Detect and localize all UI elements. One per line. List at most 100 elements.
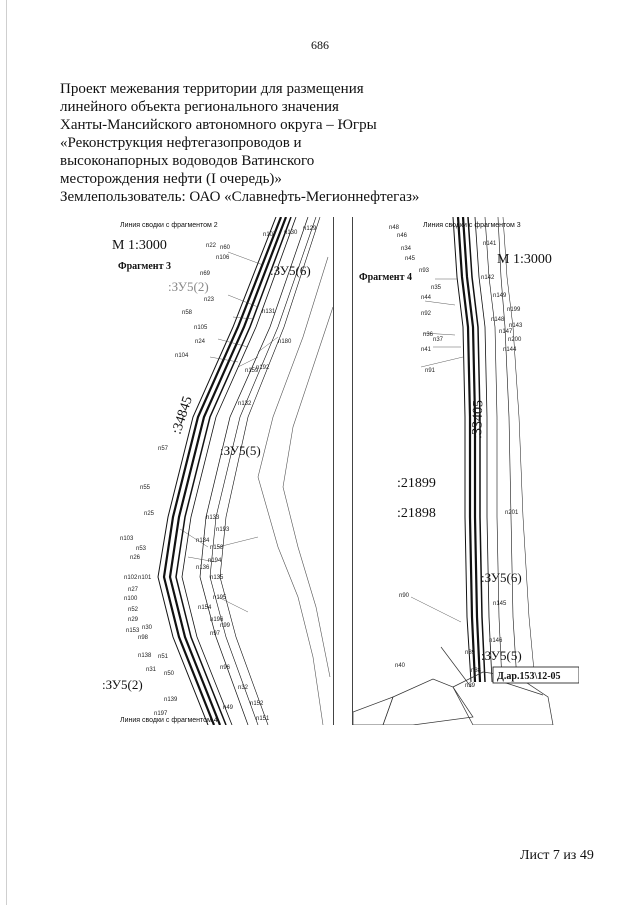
node-label: n91: [425, 368, 436, 374]
node-label: n39: [465, 683, 476, 689]
node-label: n97: [210, 631, 221, 637]
node-label: n25: [144, 511, 155, 517]
map-fragment-4: Линия сводки с фрагментом 3 М 1:3000 Фра…: [352, 217, 579, 725]
node-label: n105: [194, 325, 208, 331]
title-line: высоконапорных водоводов Ватинского: [60, 153, 315, 169]
node-label: n52: [128, 607, 139, 613]
node-label: n129: [303, 226, 317, 232]
zone-label: :ЗУ5(6): [270, 263, 311, 278]
node-label: n130: [284, 230, 298, 236]
node-label: n58: [182, 310, 193, 316]
node-label: n147: [499, 329, 513, 335]
node-label: n132: [238, 401, 252, 407]
node-label: n145: [493, 601, 507, 607]
node-label: n141: [483, 241, 497, 247]
node-label: n149: [493, 293, 507, 299]
node-label: n22: [206, 243, 217, 249]
node-label: n199: [507, 307, 521, 313]
parcel-number: :21898: [397, 506, 436, 521]
node-label: n153: [126, 628, 140, 634]
map-scale: М 1:3000: [112, 238, 167, 253]
node-label: n57: [158, 446, 169, 452]
title-line: «Реконструкция нефтегазопроводов и: [60, 135, 302, 151]
node-label: n180: [278, 339, 292, 345]
node-label: n99: [220, 623, 231, 629]
node-label: n192: [256, 365, 270, 371]
node-label: n93: [419, 268, 430, 274]
node-label: n194: [208, 558, 222, 564]
node-label: n135: [210, 575, 224, 581]
node-label: n44: [421, 295, 432, 301]
node-label: n134: [196, 538, 210, 544]
bottom-matchline-caption: Линия сводки с фрагментом 4: [120, 717, 218, 724]
sheet-counter: Лист 7 из 49: [520, 848, 594, 863]
permit-badge-box: [492, 666, 579, 684]
cadastral-number: :34845: [170, 395, 196, 437]
node-label: n96: [220, 665, 231, 671]
node-label: n107: [263, 232, 277, 238]
node-label: n146: [489, 638, 503, 644]
node-label: n90: [399, 593, 410, 599]
label-leaders: [410, 278, 464, 623]
node-label: n69: [200, 271, 211, 277]
zone-label: :ЗУ5(2): [102, 677, 143, 692]
parcel-number: :21899: [397, 476, 436, 491]
parcel-boundary: [257, 256, 333, 725]
permit-badge: Д.ар.153\12-05: [497, 671, 561, 682]
node-label: n30: [142, 625, 153, 631]
fragment-title: Фрагмент 3: [118, 261, 171, 272]
node-label: n46: [397, 233, 408, 239]
node-label: n195: [213, 595, 227, 601]
title-line: Ханты-Мансийского автономного округа – Ю…: [60, 117, 377, 133]
node-label: n143: [509, 323, 523, 329]
node-label: n45: [405, 256, 416, 262]
node-label: n55: [140, 485, 151, 491]
node-label: n50: [164, 671, 175, 677]
title-line: линейного объекта регионального значения: [60, 99, 339, 115]
document-title: Проект межевания территории для размещен…: [60, 80, 480, 206]
title-line: Землепользователь: ОАО «Славнефть-Мегион…: [60, 189, 420, 205]
node-label: n101: [138, 575, 152, 581]
node-label: n60: [220, 245, 231, 251]
cadastral-number: :33405: [470, 400, 486, 439]
node-label: n104: [175, 353, 189, 359]
node-label: n151: [256, 716, 270, 722]
node-label: n29: [128, 617, 139, 623]
node-label: n200: [508, 337, 522, 343]
node-label: n31: [146, 667, 157, 673]
map-fragment-3-drawing: Линия сводки с фрагментом 2 М 1:3000 Фра…: [102, 217, 333, 725]
page-number: 686: [311, 38, 329, 52]
node-label: n139: [164, 697, 178, 703]
node-label: n193: [216, 527, 230, 533]
node-label: n148: [491, 317, 505, 323]
node-label: n48: [389, 225, 400, 231]
zone-label: :ЗУ5(6): [481, 570, 522, 585]
node-label: n32: [238, 685, 249, 691]
title-line: Проект межевания территории для размещен…: [60, 81, 364, 97]
node-label: n34: [401, 246, 412, 252]
node-label: n131: [262, 309, 276, 315]
node-label: n197: [154, 711, 168, 717]
node-label: n89: [465, 650, 476, 656]
node-label: n103: [120, 536, 134, 542]
zone-label: :ЗУ5(2): [168, 279, 209, 294]
node-label: n144: [503, 347, 517, 353]
pipeline-corridor: [157, 217, 321, 725]
node-label: n106: [216, 255, 230, 261]
node-labels: n107 n130 n129 n22 n60 n106 n69 n23 n58 …: [120, 226, 317, 722]
node-label: n26: [130, 555, 141, 561]
node-label: n142: [481, 275, 495, 281]
node-label: n100: [124, 596, 138, 602]
node-label: n36: [423, 332, 434, 338]
node-label: n40: [395, 663, 406, 669]
node-label: n152: [250, 701, 264, 707]
node-label: n201: [505, 510, 519, 516]
zone-label: :ЗУ5(5): [481, 648, 522, 663]
pipeline-corridor: [452, 217, 536, 683]
page-edge-rule: [6, 0, 7, 905]
label-leaders: [179, 251, 279, 613]
title-line: месторождения нефти (I очередь)»: [60, 171, 282, 187]
node-label: n102: [124, 575, 138, 581]
top-matchline-caption: Линия сводки с фрагментом 2: [120, 222, 218, 229]
map-fragment-3: Линия сводки с фрагментом 2 М 1:3000 Фра…: [98, 217, 334, 725]
